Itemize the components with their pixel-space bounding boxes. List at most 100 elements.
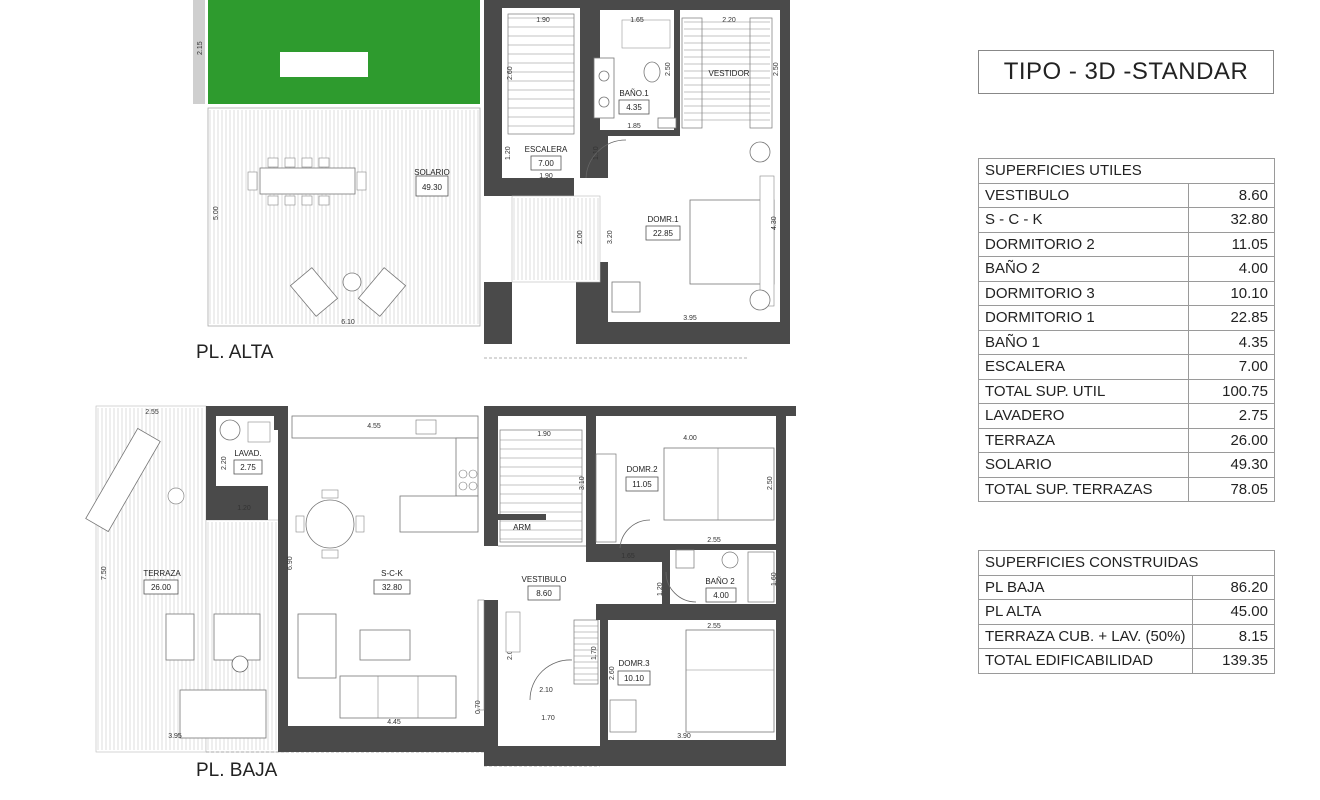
dim-label: 2.50 <box>773 62 780 76</box>
dim-label: 1.70 <box>591 646 598 660</box>
dim-label: 3.95 <box>683 315 697 322</box>
room-name-vestidor: VESTIDOR <box>709 69 750 78</box>
table-row: TERRAZA CUB. + LAV. (50%)8.15 <box>978 623 1275 649</box>
dim-label: 2.55 <box>707 537 721 544</box>
dim-label: 4.55 <box>367 423 381 430</box>
floor-label-lower: PL. BAJA <box>196 760 278 781</box>
row-value: 45.00 <box>1191 599 1275 625</box>
plan-title: TIPO - 3D -STANDAR <box>978 50 1274 94</box>
dim-label: 3.20 <box>607 230 614 244</box>
dim-label: 2.55 <box>145 409 159 416</box>
room-name-domr3: DOMR.3 <box>618 659 650 668</box>
wardrobe-vestidor <box>681 17 773 129</box>
room-area-terraza: 26.00 <box>151 583 172 592</box>
dining-table-round <box>295 489 365 559</box>
row-label: TERRAZA CUB. + LAV. (50%) <box>978 623 1193 649</box>
dim-label: 4.45 <box>387 719 401 726</box>
room-name-bano2: BAÑO 2 <box>705 577 735 586</box>
kitchen-counter <box>291 415 479 533</box>
room-area-vestibulo: 8.60 <box>536 589 552 598</box>
dim-label: 1.90 <box>539 173 553 180</box>
row-label: VESTIBULO <box>977 182 1190 208</box>
dim-label: 5.00 <box>213 206 220 220</box>
row-value: 32.80 <box>1188 207 1275 233</box>
room-area-domr2: 11.05 <box>632 480 652 489</box>
row-label: TERRAZA <box>977 427 1190 453</box>
dim-label: 4.30 <box>771 216 778 230</box>
row-label: DORMITORIO 2 <box>977 231 1190 257</box>
dim-label: 2.00 <box>577 230 584 244</box>
staircase-upper <box>507 13 575 135</box>
landing-deck <box>511 195 601 283</box>
row-label: BAÑO 2 <box>977 256 1190 282</box>
room-area-bano2: 4.00 <box>713 591 729 600</box>
room-area-escalera: 7.00 <box>538 159 554 168</box>
bathroom-2-fixtures <box>675 549 775 603</box>
dim-label: 6.10 <box>341 319 355 326</box>
room-area-domr1: 22.85 <box>653 229 674 238</box>
row-value: 78.05 <box>1188 476 1275 502</box>
room-name-bano1: BAÑO.1 <box>619 89 649 98</box>
outdoor-furniture <box>165 613 267 739</box>
room-name-terraza: TERRAZA <box>143 569 181 578</box>
room-name-solario: SOLARIO <box>414 168 450 177</box>
row-label: PL ALTA <box>978 599 1193 625</box>
room-area-solario: 49.30 <box>422 183 443 192</box>
dim-label: 1.20 <box>657 582 664 596</box>
dim-label: 1.70 <box>541 715 555 722</box>
row-value: 8.60 <box>1188 182 1275 208</box>
dining-table-outdoor <box>247 157 367 206</box>
sun-loungers <box>289 267 407 317</box>
dim-label: 0.70 <box>475 700 482 714</box>
row-value: 22.85 <box>1188 305 1275 331</box>
dim-label: 2.60 <box>609 666 616 680</box>
bed-domr3 <box>609 629 775 733</box>
dim-label: 3.95 <box>168 733 182 740</box>
dim-label: 1.90 <box>536 17 550 24</box>
dim-label: 2.50 <box>665 62 672 76</box>
shoe-rack <box>573 619 599 685</box>
row-label: DORMITORIO 3 <box>977 280 1190 306</box>
lower-floor-plan: 2.55 7.50 TERRAZA 26.00 3.95 LAVAD. 2.75… <box>85 405 796 767</box>
dim-label: 1.60 <box>771 572 778 586</box>
room-area-sck: 32.80 <box>382 583 403 592</box>
planter-wall <box>193 0 205 104</box>
row-label: DORMITORIO 1 <box>977 305 1190 331</box>
table-header: SUPERFICIES UTILES <box>978 158 1275 184</box>
room-name-vestibulo: VESTIBULO <box>522 575 567 584</box>
dim-label: 1.65 <box>630 17 644 24</box>
row-label: TOTAL SUP. UTIL <box>977 378 1190 404</box>
row-value: 139.35 <box>1191 648 1275 674</box>
floor-plan-drawing: 2.15 SOLARIO 49.30 5.00 6. <box>85 0 796 767</box>
room-name-domr1: DOMR.1 <box>647 215 679 224</box>
upper-floor-plan: 2.15 SOLARIO 49.30 5.00 6. <box>193 0 790 359</box>
row-label: SOLARIO <box>977 452 1190 478</box>
room-area-bano1: 4.35 <box>626 103 642 112</box>
dim-label: 1.90 <box>537 431 551 438</box>
double-bed-domr1 <box>611 141 775 313</box>
staircase-lower <box>499 429 583 543</box>
room-area-domr3: 10.10 <box>624 674 645 683</box>
dim-label: 2.55 <box>707 623 721 630</box>
terraza-deck <box>95 405 287 753</box>
row-label: BAÑO 1 <box>977 329 1190 355</box>
dim-label: 1.65 <box>621 553 635 560</box>
table-header: SUPERFICIES CONSTRUIDAS <box>978 550 1275 576</box>
dim-label: 2.50 <box>767 476 774 490</box>
dim-label: 4.00 <box>683 435 697 442</box>
dim-label: 1.20 <box>505 146 512 160</box>
row-label: PL BAJA <box>978 574 1193 600</box>
row-label: LAVADERO <box>977 403 1190 429</box>
dim-label: 2.15 <box>197 41 204 55</box>
